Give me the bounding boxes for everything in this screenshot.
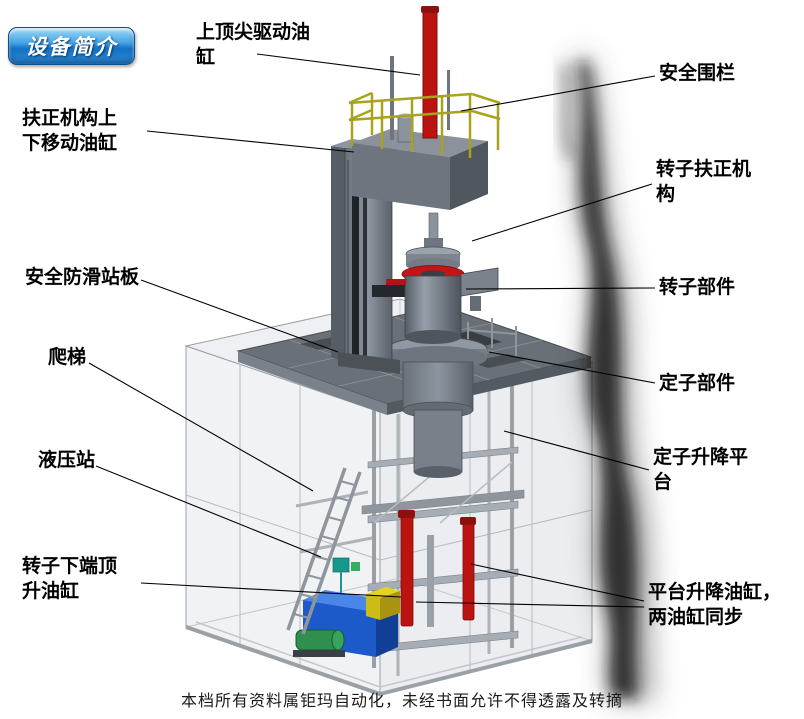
- leader-stator-component: [488, 351, 656, 384]
- title-badge: 设备简介: [8, 27, 135, 65]
- leader-anti-slip: [140, 279, 339, 353]
- label-anti-slip-platform: 安全防滑站板: [25, 267, 140, 288]
- hydraulic-station-unit: [293, 557, 400, 657]
- leader-safety-fence: [460, 75, 656, 112]
- label-safety-fence: 安全围栏: [659, 63, 736, 84]
- leader-stator-platform: [503, 430, 650, 471]
- leader-platform-cyl-1: [470, 563, 645, 602]
- label-rotor-component: 转子部件: [659, 277, 736, 298]
- label-centering-lift-cylinder: 扶正机构上 下移动油缸: [22, 108, 118, 155]
- safety-railing: [348, 91, 501, 158]
- leader-rotor-jack: [140, 582, 402, 598]
- label-platform-lift-cylinders: 平台升降油缸， 两油缸同步: [648, 582, 782, 629]
- leader-rotor-centering: [471, 183, 653, 242]
- label-top-drive-cylinder: 上顶尖驱动油 缸: [196, 22, 311, 69]
- crosshead-box: [352, 113, 488, 210]
- rotor-assembly: [372, 212, 499, 344]
- label-rotor-bottom-jack-cylinder: 转子下端顶 升油缸: [22, 556, 118, 603]
- top-drive-cylinder-rod: [390, 6, 450, 140]
- leader-platform-cyl-2: [415, 601, 645, 608]
- label-hydraulic-station: 液压站: [38, 450, 96, 471]
- leader-centering-lift-cylinder: [146, 130, 355, 153]
- label-stator-lift-platform: 定子升降平 台: [653, 447, 749, 494]
- platform-lift-cylinder-rods: [398, 510, 476, 627]
- leader-rotor-component: [465, 287, 656, 290]
- footer-watermark: 本档所有资料属钜玛自动化，未经书面允许不得透露及转摘: [180, 693, 623, 710]
- access-ladder: [286, 467, 362, 635]
- smoke-shadow: [560, 58, 655, 700]
- leader-top-drive-cylinder: [256, 53, 421, 76]
- lift-tower-frame: [295, 378, 525, 676]
- main-column: [331, 139, 404, 374]
- stator-assembly: [386, 336, 488, 478]
- leader-ladder: [88, 362, 314, 492]
- label-rotor-centering-mechanism: 转子扶正机 构: [656, 159, 752, 206]
- title-badge-label: 设备简介: [25, 36, 118, 59]
- leader-hydraulic: [95, 465, 322, 558]
- label-ladder: 爬梯: [48, 347, 87, 368]
- leader-lines: [88, 53, 656, 608]
- label-stator-component: 定子部件: [659, 373, 736, 394]
